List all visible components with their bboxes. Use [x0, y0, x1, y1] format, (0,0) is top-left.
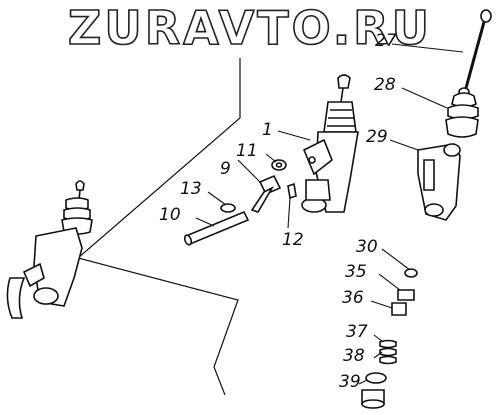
small-parts-stack [361, 268, 418, 409]
part-39-valve [365, 372, 387, 384]
callout-label-30: 30 [356, 237, 378, 257]
callout-label-28: 28 [374, 75, 396, 95]
callout-label-12: 12 [282, 230, 304, 250]
watermark-text: ZURAVTO.RU [68, 1, 432, 55]
callout-label-9: 9 [220, 159, 231, 179]
part-27-pushrod [458, 9, 492, 97]
part-9-bolt [250, 174, 282, 213]
leader-lines [195, 43, 464, 385]
callout-label-36: 36 [342, 288, 364, 308]
part-35-nut [397, 289, 415, 301]
callout-label-13: 13 [180, 179, 202, 199]
part-36-cap [391, 302, 407, 316]
part-13-clamp [220, 203, 236, 213]
part-29-housing [417, 143, 461, 221]
part-1-master-cylinder [301, 74, 359, 213]
callout-label-10: 10 [159, 205, 181, 225]
callout-labels: 1 9 10 11 12 13 27 28 29 30 35 36 37 38 … [159, 31, 397, 392]
part-30-ring [404, 268, 418, 278]
callout-label-1: 1 [262, 120, 273, 140]
assembled-cylinder-unit [6, 180, 93, 319]
callout-label-11: 11 [236, 141, 258, 161]
callout-label-27: 27 [375, 31, 397, 51]
callout-label-35: 35 [345, 262, 367, 282]
callout-label-39: 39 [339, 372, 361, 392]
watermark: ZURAVTO.RU [67, 0, 432, 56]
part-10-hose [183, 210, 250, 246]
part-12-fitting [287, 182, 297, 200]
callout-label-29: 29 [366, 127, 388, 147]
assembly-guide-tail [213, 366, 226, 396]
part-38-spring [379, 339, 397, 365]
callout-label-38: 38 [343, 346, 365, 366]
part-28-boot [445, 92, 479, 138]
part-11-washer [271, 159, 287, 171]
callout-label-37: 37 [346, 322, 368, 342]
